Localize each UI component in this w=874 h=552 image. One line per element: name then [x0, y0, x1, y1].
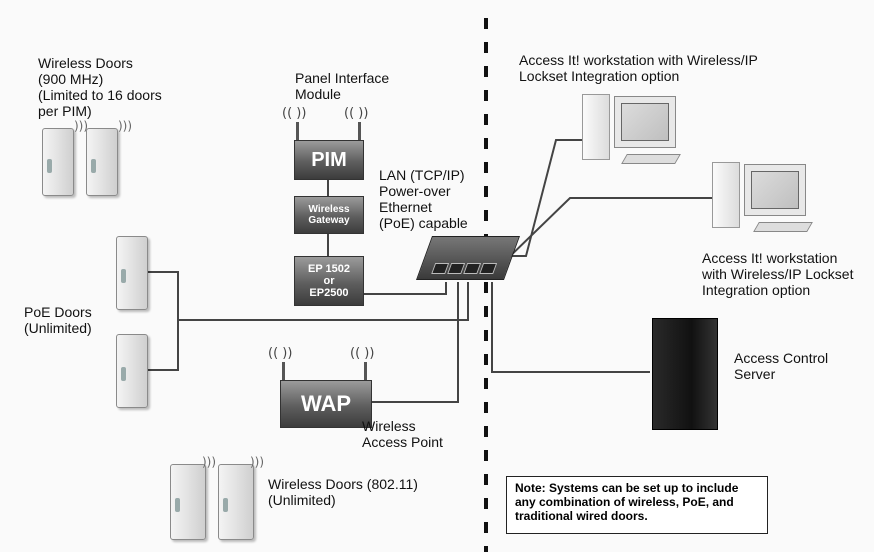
workstation-2-monitor [744, 164, 806, 216]
pim-wifi-icon: (( )) [344, 106, 369, 121]
wap-antenna-left [282, 362, 285, 384]
wireless-door-80211-2 [218, 464, 254, 540]
pim-antenna-right [358, 122, 361, 142]
wireless-doors-80211-label: Wireless Doors (802.11) (Unlimited) [268, 476, 418, 508]
ep-controller-device: EP 1502 or EP2500 [294, 256, 364, 306]
switch-port [479, 263, 498, 274]
workstation-2-tower [712, 162, 740, 228]
wap-device: WAP [280, 380, 372, 428]
wireless-access-point-label: Wireless Access Point [362, 418, 443, 450]
wireless-signal-icon: ))) [202, 455, 217, 469]
access-control-server [652, 318, 718, 430]
workstation-1-tower [582, 94, 610, 160]
wire-workstation-1 [500, 139, 582, 257]
panel-interface-module-label: Panel Interface Module [295, 70, 390, 102]
wire-wap-switch [372, 282, 459, 403]
poe-door-bottom [116, 334, 148, 408]
pim-wifi-icon: (( )) [282, 106, 307, 121]
wireless-door-80211-1 [170, 464, 206, 540]
workstation-1-monitor [614, 96, 676, 148]
pim-device: PIM [294, 140, 364, 180]
lan-label: LAN (TCP/IP) Power-over Ethernet (PoE) c… [379, 167, 468, 231]
access-control-server-label: Access Control Server [734, 350, 829, 382]
wireless-gateway-device: Wireless Gateway [294, 196, 364, 234]
wireless-signal-icon: ))) [250, 455, 265, 469]
note-box: Note: Systems can be set up to include a… [506, 476, 768, 534]
workstation-1-label: Access It! workstation with Wireless/IP … [519, 52, 758, 84]
wireless-signal-icon: ))) [74, 119, 89, 133]
wap-wifi-icon: (( )) [350, 346, 375, 361]
wireless-doors-900-label: Wireless Doors (900 MHz) (Limited to 16 … [38, 55, 162, 119]
poe-door-top [116, 236, 148, 310]
workstation-1-keyboard [621, 154, 681, 164]
wap-wifi-icon: (( )) [268, 346, 293, 361]
network-switch [415, 236, 521, 280]
wireless-signal-icon: ))) [118, 119, 133, 133]
poe-doors-label: PoE Doors (Unlimited) [24, 304, 92, 336]
wire-server [491, 282, 650, 373]
wireless-door-900-2 [86, 128, 118, 196]
wireless-door-900-1 [42, 128, 74, 196]
wire-ep-switch [360, 282, 447, 295]
wap-antenna-right [364, 362, 367, 384]
workstation-2-keyboard [753, 222, 813, 232]
pim-antenna-left [296, 122, 299, 142]
wire-poe-door-bottom [148, 320, 179, 371]
wire-workstation-2 [501, 197, 712, 265]
workstation-2-label: Access It! workstation with Wireless/IP … [702, 250, 854, 298]
